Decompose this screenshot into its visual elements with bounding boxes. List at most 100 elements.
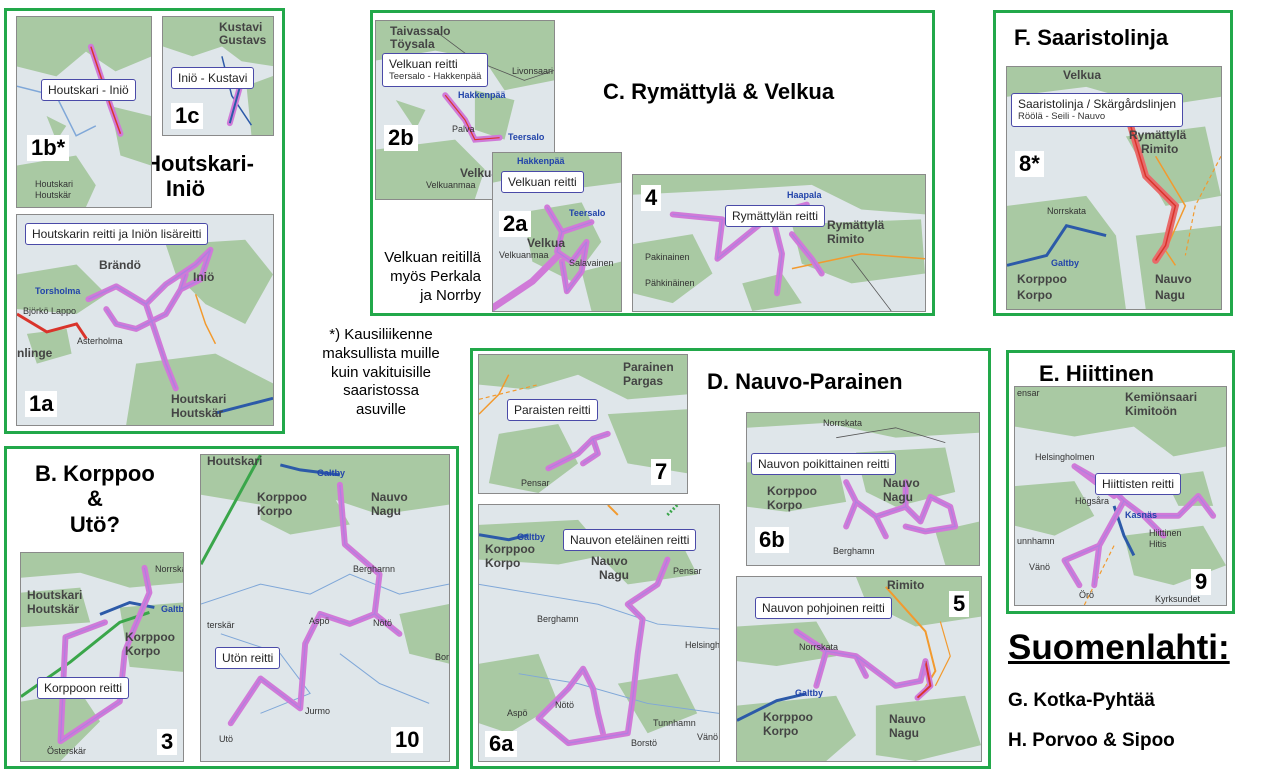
map-graphic xyxy=(17,17,151,207)
map-7: Parainen Pargas Paraisten reitti Pensar … xyxy=(478,354,688,494)
place-label: Kyrksundet xyxy=(1155,594,1201,604)
group-title: D. Nauvo-Parainen xyxy=(707,369,903,394)
route-number: 6b xyxy=(755,527,789,554)
place-label: Aspö xyxy=(309,616,330,626)
place-label: Galtby xyxy=(161,604,184,614)
place-label: Korpo xyxy=(1017,288,1053,302)
map-6a: Galtby Nauvon eteläinen reitti Korppoo K… xyxy=(478,504,720,762)
callout-text: Saaristolinja / Skärgårdslinjen xyxy=(1018,97,1177,111)
place-label: Brändö xyxy=(99,258,141,272)
place-label: Taivassalo xyxy=(390,24,451,38)
map-graphic xyxy=(17,215,273,425)
place-label: Houtskari xyxy=(35,179,74,189)
place-label: Nagu xyxy=(599,568,629,582)
place-label: Rimito xyxy=(827,232,865,246)
place-label: Vänö xyxy=(697,732,719,742)
map-graphic xyxy=(21,553,183,761)
place-label: Pakinainen xyxy=(645,252,690,262)
route-number: 6a xyxy=(485,731,518,758)
route-callout: Utön reitti xyxy=(215,647,281,670)
map-10: Houtskari Galtby Korppoo Korpo Nauvo Nag… xyxy=(200,454,450,762)
map-5: Rimito 5 Nauvon pohjoinen reitti Norrska… xyxy=(736,576,982,762)
place-label: Teersalo xyxy=(508,132,545,142)
place-label: Velkuanmaa xyxy=(499,250,549,260)
place-label: Nauvo xyxy=(371,490,408,504)
callout-text: Houtskari - Iniö xyxy=(48,83,129,97)
place-label: Korpo xyxy=(767,498,803,512)
place-label: Nagu xyxy=(889,726,919,740)
place-label: Österskär xyxy=(47,746,87,756)
place-label: Norrska xyxy=(155,564,184,574)
route-callout: Nauvon pohjoinen reitti xyxy=(755,597,892,620)
route-number: 1a xyxy=(25,391,58,418)
place-label: Jurmo xyxy=(305,706,331,716)
place-label: Teersalo xyxy=(569,208,606,218)
place-label: Björkö xyxy=(23,306,49,316)
place-label: Houtskär xyxy=(27,602,80,616)
place-label: Salavainen xyxy=(569,258,614,268)
route-callout: Hiittisten reitti xyxy=(1095,473,1182,496)
place-label: Pensar xyxy=(673,566,702,576)
place-label: Houtskär xyxy=(35,190,72,200)
route-callout: Velkuan reitti xyxy=(501,171,584,194)
callout-text: Nauvon poikittainen reitti xyxy=(758,457,890,471)
callout-subtext: Röölä - Seili - Nauvo xyxy=(1018,111,1106,123)
map-9: ensar Kemiönsaari Kimitoön Helsingholmen… xyxy=(1014,386,1227,606)
place-label: Örö xyxy=(1079,590,1095,600)
place-label: Kustavi xyxy=(219,20,263,34)
place-label: Utö xyxy=(219,734,234,744)
place-label: Pargas xyxy=(623,374,664,388)
place-label: Vänö xyxy=(1029,562,1051,572)
route-callout: Iniö - Kustavi xyxy=(171,67,255,90)
route-number: 9 xyxy=(1191,569,1212,596)
route-number: 7 xyxy=(651,459,672,486)
place-label: Norrskata xyxy=(823,418,863,428)
place-label: Galtby xyxy=(1051,258,1080,268)
place-label: Korppoo xyxy=(257,490,307,504)
place-label: Velkuanmaa xyxy=(426,180,476,190)
route-callout: Korppoon reitti xyxy=(37,677,130,700)
gulf-item-g: G. Kotka-Pyhtää xyxy=(1008,690,1155,711)
place-label: Nauvo xyxy=(883,476,920,490)
place-label: Velkua xyxy=(460,166,499,180)
place-label: Hiittinen xyxy=(1149,528,1182,538)
place-label: Bergharnn xyxy=(353,564,396,574)
place-label: Iniö xyxy=(193,270,215,284)
callout-text: Utön reitti xyxy=(222,651,274,665)
place-label: Bor xyxy=(435,652,450,662)
place-label: Galtby xyxy=(317,468,346,478)
callout-text: Velkuan reitti xyxy=(508,175,577,189)
route-callout: Nauvon eteläinen reitti xyxy=(563,529,697,552)
gulf-of-finland-title: Suomenlahti: xyxy=(1008,628,1230,667)
place-label: unnhamn xyxy=(1017,536,1055,546)
place-label: Korppoo xyxy=(767,484,817,498)
map-graphic xyxy=(201,455,449,761)
place-label: Velkua xyxy=(527,236,566,250)
map-graphic xyxy=(633,175,925,311)
route-callout: Nauvon poikittainen reitti xyxy=(751,453,897,476)
place-label: Houtskari xyxy=(171,392,227,406)
place-label: Houtskari xyxy=(207,454,263,468)
place-label: Kimitoön xyxy=(1125,404,1177,418)
callout-text: Korppoon reitti xyxy=(44,681,123,695)
place-label: Nauvo xyxy=(591,554,628,568)
place-label: Borstö xyxy=(631,738,658,748)
place-label: Parainen xyxy=(623,360,674,374)
place-label: Korpo xyxy=(763,724,799,738)
route-number: 1b* xyxy=(27,135,70,162)
place-label: Korppoo xyxy=(763,710,813,724)
callout-text: Iniö - Kustavi xyxy=(178,71,248,85)
callout-text: Rymättylän reitti xyxy=(732,209,819,223)
route-number: 1c xyxy=(171,103,204,130)
route-callout: Houtskarin reitti ja Iniön lisäreitti xyxy=(25,223,209,246)
place-label: Hitis xyxy=(1149,539,1167,549)
place-label: Tunnhamn xyxy=(653,718,696,728)
callout-text: Velkuan reitti xyxy=(389,57,458,71)
map-4: 4 Haapala Rymättylän reitti Rymättylä Ri… xyxy=(632,174,926,312)
map-6b: Norrskata Nauvon poikittainen reitti Kor… xyxy=(746,412,980,566)
place-label: Hakkenpää xyxy=(458,90,506,100)
place-label: Korppoo xyxy=(485,542,535,556)
callout-text: Houtskarin reitti ja Iniön lisäreitti xyxy=(32,227,202,241)
